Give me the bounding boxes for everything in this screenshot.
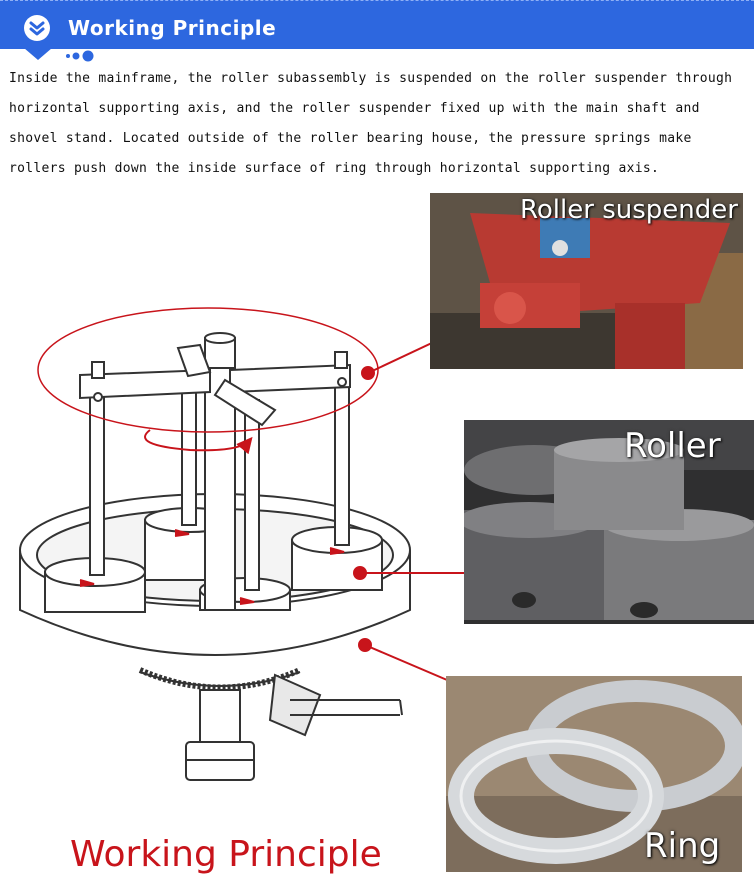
chevron-down-circle-icon bbox=[24, 15, 50, 41]
machine-diagram bbox=[19, 307, 517, 781]
description-text: Inside the mainframe, the roller subasse… bbox=[9, 71, 733, 176]
drive-gear bbox=[138, 667, 403, 737]
main-shaft-bottom bbox=[185, 689, 255, 781]
roller-photo: Roller bbox=[464, 420, 754, 624]
roller-label: Roller bbox=[624, 426, 721, 466]
header-dots-decoration bbox=[66, 50, 94, 62]
rotation-arrow bbox=[144, 429, 253, 455]
suspender-frame bbox=[79, 332, 351, 427]
header-notch bbox=[24, 48, 52, 60]
ring-label: Ring bbox=[644, 826, 721, 866]
section-header: Working Principle bbox=[0, 0, 754, 49]
roller-suspender-photo: Roller suspender bbox=[430, 193, 743, 369]
diagram-caption: Working Principle bbox=[70, 834, 382, 875]
ring-photo: Ring bbox=[446, 676, 742, 872]
roller-suspender-label: Roller suspender bbox=[520, 195, 738, 225]
suspender-highlight-ellipse bbox=[37, 307, 379, 433]
section-title: Working Principle bbox=[68, 16, 277, 40]
